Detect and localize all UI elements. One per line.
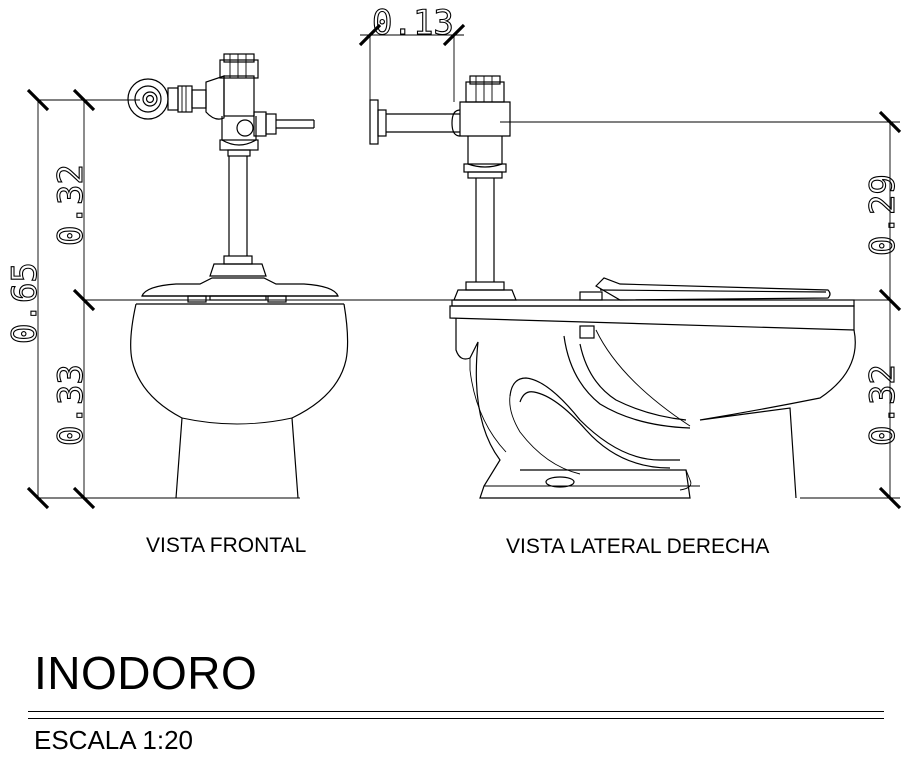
side-supply (369, 99, 460, 145)
front-upper-dimension: 0.32 (51, 164, 91, 246)
front-total-dimension: 0.65 (5, 262, 45, 344)
side-offset-dimension: 0.13 (372, 3, 454, 43)
front-lower-dimension: 0.33 (51, 364, 91, 446)
scale-label: ESCALA 1:20 (34, 725, 193, 755)
side-view-label: VISTA LATERAL DERECHA (506, 535, 770, 558)
front-bowl (130, 303, 349, 499)
drawing-title: INODORO (34, 647, 258, 699)
side-flush-valve (451, 75, 511, 179)
front-view-label: VISTA FRONTAL (146, 534, 307, 557)
front-pipe (209, 156, 267, 277)
side-lower-dimension: 0.32 (863, 364, 903, 446)
title-underline-top (28, 711, 884, 712)
front-view (26, 53, 890, 510)
title-underline-bottom (28, 718, 884, 719)
front-dimension-texts: 0.65 0.32 0.33 (4, 164, 91, 447)
side-view: 0.13 (358, 2, 902, 510)
front-flush-valve (127, 53, 315, 157)
side-bowl (455, 318, 856, 499)
front-seat (136, 277, 344, 305)
side-seat (449, 277, 855, 331)
side-pipe (453, 178, 517, 301)
side-dimension-texts: 0.29 0.32 (862, 174, 903, 447)
side-top-dimension: 0.13 (358, 2, 466, 102)
side-upper-dimension: 0.29 (863, 174, 903, 256)
side-dimension-lines (500, 110, 902, 510)
